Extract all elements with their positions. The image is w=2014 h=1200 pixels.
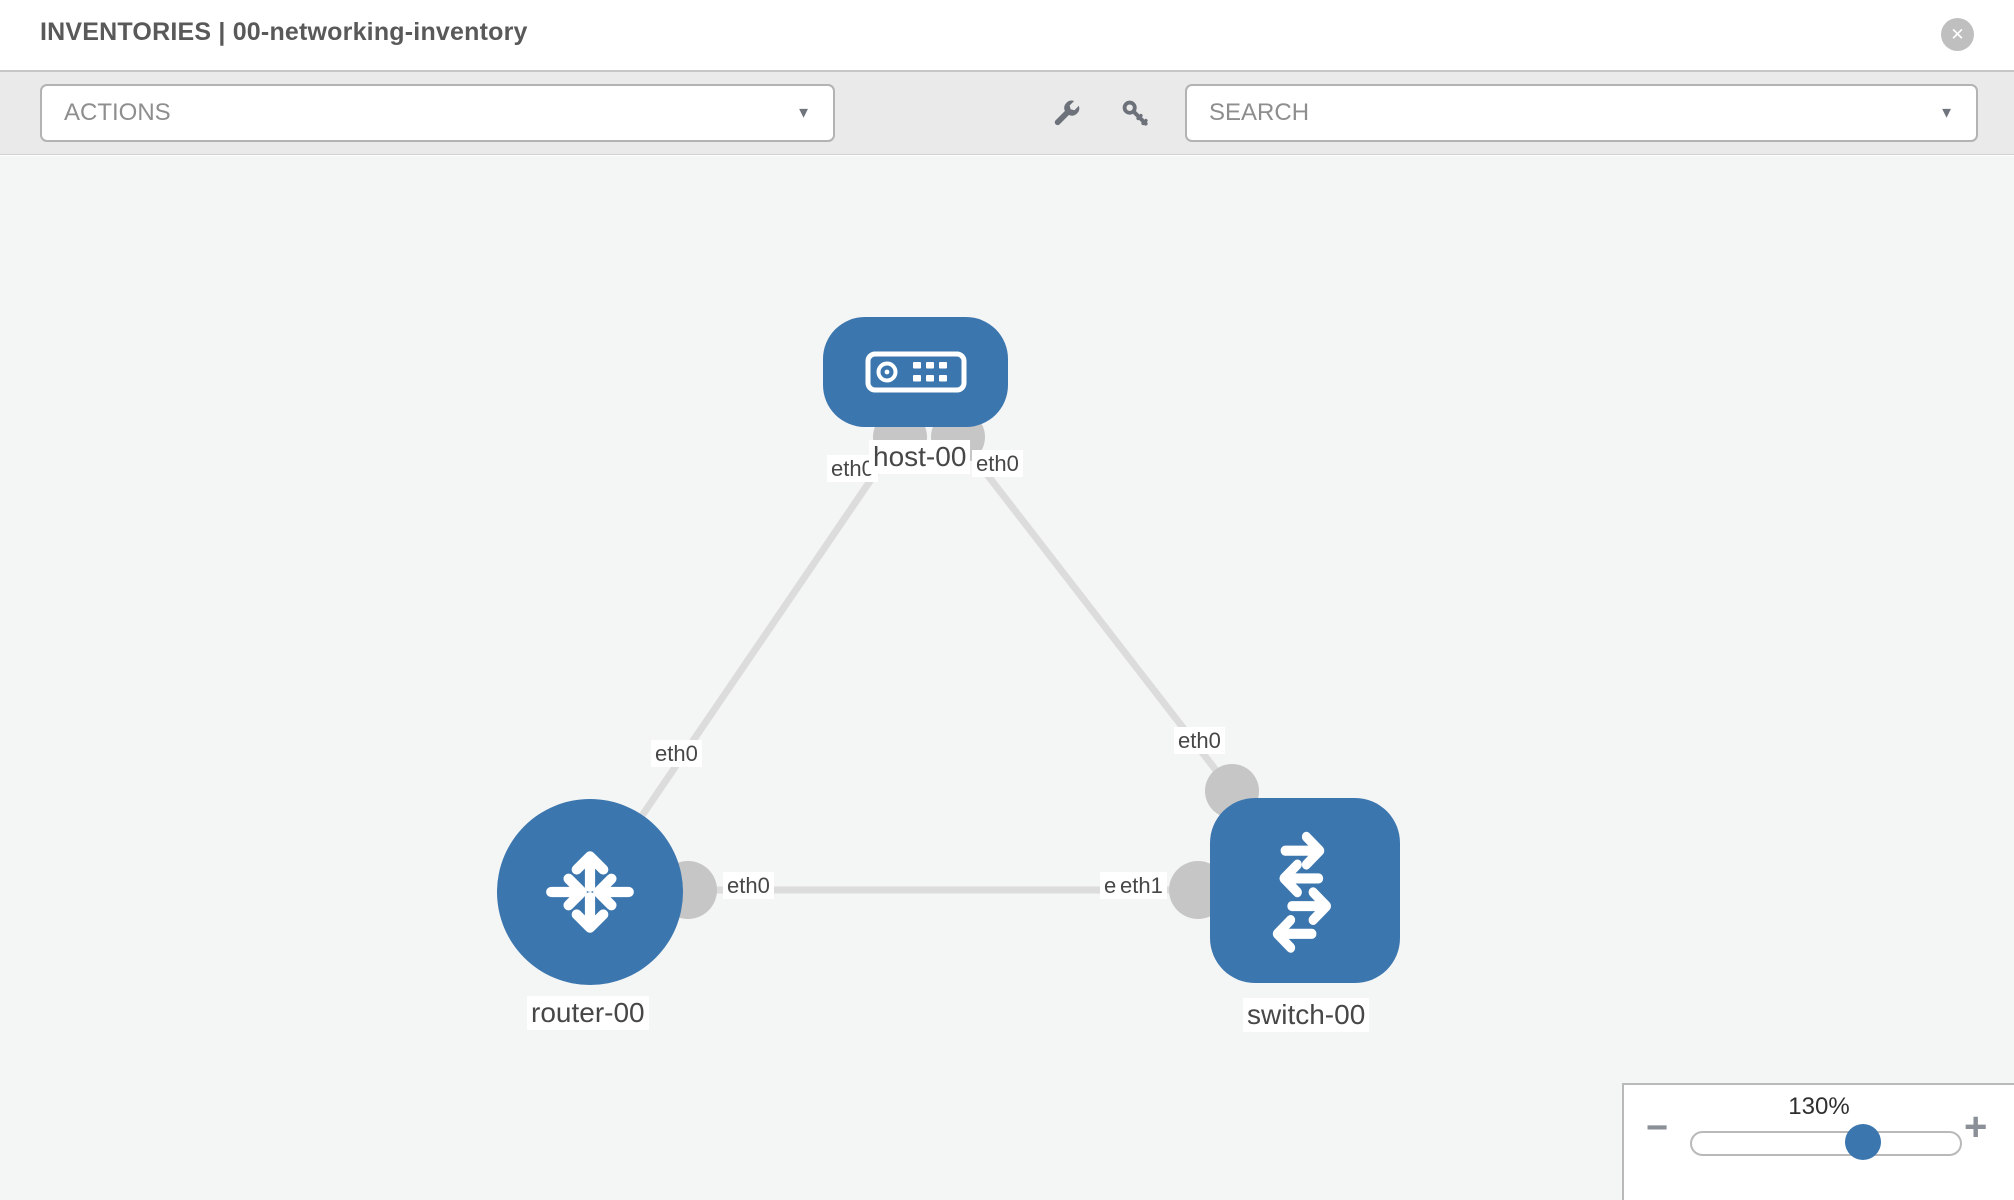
actions-dropdown[interactable]: ACTIONS ▼ xyxy=(40,84,835,142)
plus-icon: + xyxy=(1964,1105,1988,1149)
node-label-host: host-00 xyxy=(869,440,971,475)
switch-icon xyxy=(1272,831,1332,953)
page-title: INVENTORIES | 00-networking-inventory xyxy=(40,18,528,46)
credentials-button[interactable] xyxy=(1112,90,1158,136)
zoom-panel: 130% − + xyxy=(1622,1083,2014,1200)
zoom-out-button[interactable]: − xyxy=(1646,1107,1668,1150)
node-host-00[interactable] xyxy=(823,317,1008,427)
interface-label-router-right: eth0 xyxy=(723,872,774,900)
search-dropdown[interactable]: SEARCH ▼ xyxy=(1185,84,1978,142)
node-switch-00[interactable] xyxy=(1210,798,1400,983)
key-icon xyxy=(1122,100,1148,126)
close-button[interactable]: ✕ xyxy=(1941,18,1974,51)
topology-canvas[interactable] xyxy=(0,156,2014,1200)
wrench-icon xyxy=(1054,100,1080,126)
interface-label-switch-left-eth1: eth1 xyxy=(1116,872,1167,900)
host-icon xyxy=(865,351,967,393)
chevron-down-icon: ▼ xyxy=(1939,104,1954,122)
configure-button[interactable] xyxy=(1044,90,1090,136)
zoom-level: 130% xyxy=(1788,1093,1850,1120)
node-router-00[interactable] xyxy=(497,799,683,985)
interface-label-router-uplink: eth0 xyxy=(651,740,702,768)
chevron-down-icon: ▼ xyxy=(796,104,811,122)
zoom-slider-handle[interactable] xyxy=(1845,1124,1881,1160)
zoom-slider-track[interactable] xyxy=(1690,1131,1962,1156)
node-label-router: router-00 xyxy=(527,996,649,1031)
minus-icon: − xyxy=(1646,1107,1669,1149)
interface-label-switch-top: eth0 xyxy=(1174,727,1225,755)
zoom-in-button[interactable]: + xyxy=(1964,1105,1987,1150)
interface-label-host-right: eth0 xyxy=(972,450,1023,478)
node-label-switch: switch-00 xyxy=(1243,998,1370,1033)
header: INVENTORIES | 00-networking-inventory ✕ xyxy=(0,0,2014,72)
search-dropdown-label: SEARCH xyxy=(1209,99,1310,126)
close-icon: ✕ xyxy=(1950,24,1965,44)
toolbar: ACTIONS ▼ SEARCH ▼ xyxy=(0,72,2014,155)
router-icon xyxy=(546,851,634,933)
actions-dropdown-label: ACTIONS xyxy=(64,99,171,126)
